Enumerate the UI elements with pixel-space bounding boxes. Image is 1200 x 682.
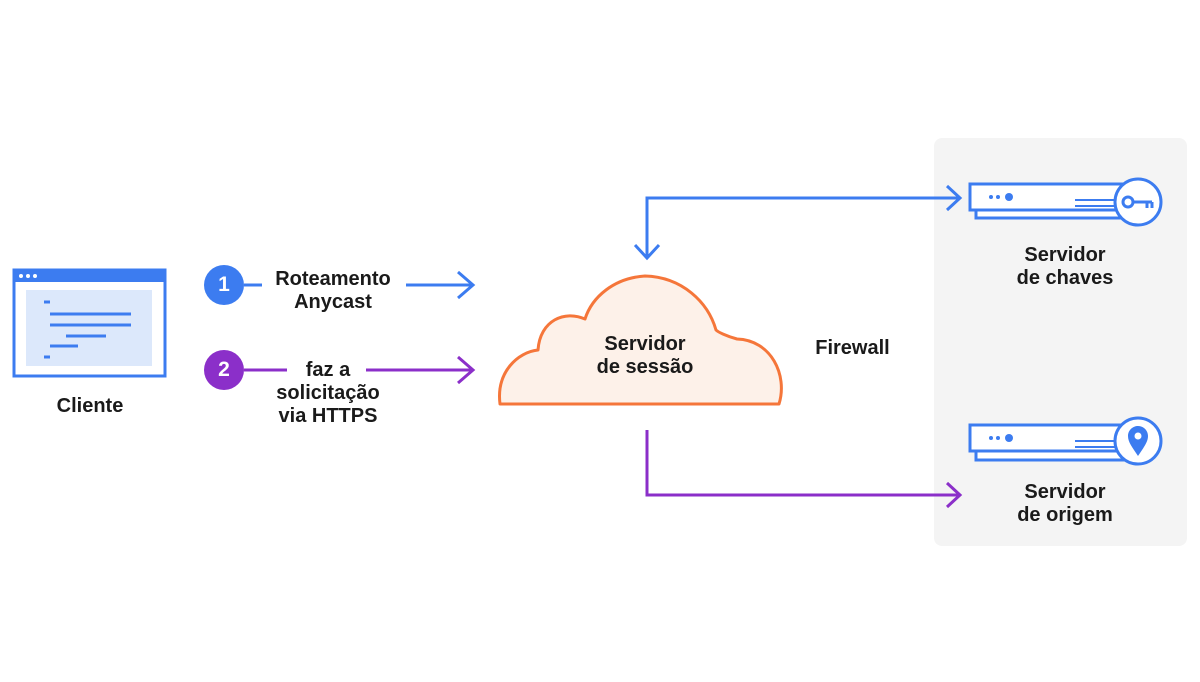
key-exchange-arrow (633, 184, 963, 261)
session-server-label-line-2: de sessão (596, 356, 694, 378)
step-2-label: faz a solicitação via HTTPS (262, 359, 394, 428)
step-1-badge (204, 265, 244, 305)
step-1-label-line-2: Anycast (294, 291, 372, 313)
step-1-label: Roteamento Anycast (262, 268, 404, 314)
browser-window-icon (12, 268, 167, 378)
step-1-label-line-1: Roteamento (275, 268, 391, 290)
key-server-label-line-1: Servidor (1024, 244, 1106, 266)
step-2-arrow-head (366, 355, 476, 385)
origin-server-label-line-1: Servidor (1024, 481, 1106, 503)
session-cloud-icon (498, 274, 783, 406)
step-2-label-line-1: faz a (305, 359, 351, 381)
key-server-label-line-2: de chaves (1016, 267, 1114, 289)
step-1-number: 1 (218, 273, 230, 296)
origin-request-arrow (645, 430, 963, 509)
session-server-label: Servidor de sessão (575, 333, 715, 379)
client-label: Cliente (56, 395, 124, 417)
key-server-icon (968, 177, 1163, 227)
origin-server-label: Servidor de origem (995, 481, 1135, 527)
key-server-label: Servidor de chaves (995, 244, 1135, 290)
session-server-label-line-1: Servidor (604, 333, 686, 355)
origin-server-label-line-2: de origem (1017, 504, 1113, 526)
key-icon (1121, 195, 1154, 209)
step-2-badge (204, 350, 244, 390)
firewall-label: Firewall (815, 337, 890, 359)
origin-server-icon (968, 416, 1163, 466)
location-pin-icon (1128, 426, 1148, 456)
step-2-label-line-2: solicitação (276, 382, 380, 404)
step-1-arrow-head (406, 270, 476, 300)
step-2-number: 2 (218, 358, 230, 381)
step-2-label-line-3: via HTTPS (278, 405, 378, 427)
